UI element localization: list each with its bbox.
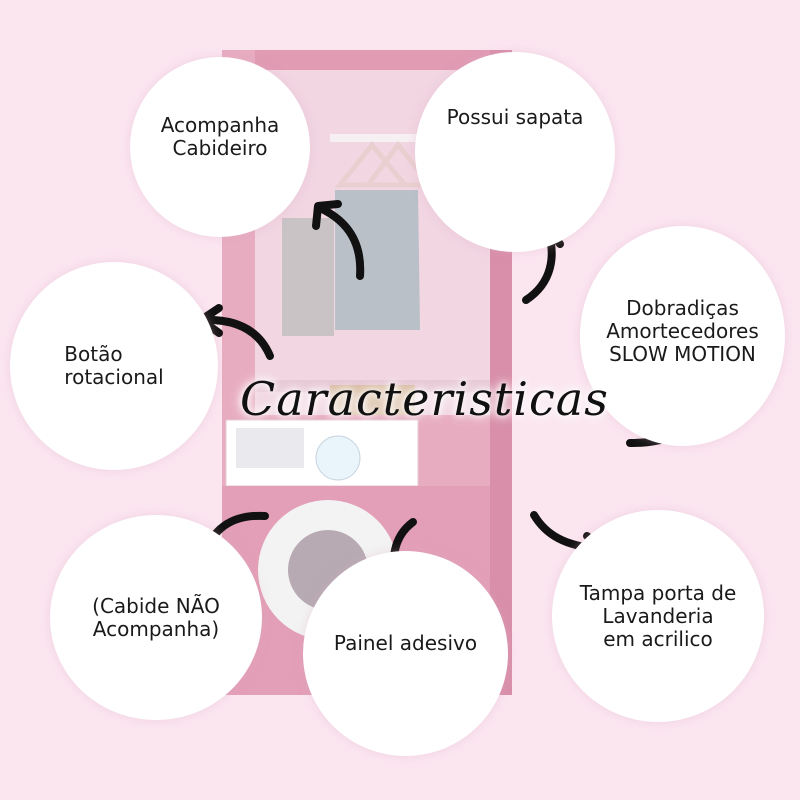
- page-title: Caracteristicas: [240, 372, 609, 426]
- feature-bubble-cabideiro: Acompanha Cabideiro: [130, 57, 310, 237]
- feature-bubble-cabide: (Cabide NÃO Acompanha): [50, 515, 262, 720]
- feature-label-dobradicas: Dobradiças Amortecedores SLOW MOTION: [606, 295, 759, 366]
- feature-label-sapata: Possui sapata: [446, 104, 584, 129]
- feature-label-cabideiro: Acompanha Cabideiro: [160, 113, 280, 160]
- feature-bubble-sapata: Possui sapata: [415, 52, 615, 252]
- control-dial: [315, 435, 361, 481]
- hanger-icon: [363, 140, 436, 188]
- feature-bubble-tampa: Tampa porta de Lavanderia em acrilico: [552, 510, 764, 722]
- wardrobe-top: [255, 50, 490, 70]
- feature-bubble-botao: Botão rotacional: [10, 262, 218, 470]
- arrow-icon: [312, 200, 365, 280]
- feature-bubble-painel: Painel adesivo: [303, 551, 508, 756]
- feature-label-cabide: (Cabide NÃO Acompanha): [92, 593, 220, 641]
- feature-label-botao: Botão rotacional: [64, 342, 164, 389]
- toy-basket: [330, 385, 415, 415]
- feature-bubble-dobradicas: Dobradiças Amortecedores SLOW MOTION: [580, 226, 785, 446]
- feature-label-tampa: Tampa porta de Lavanderia em acrilico: [579, 580, 737, 651]
- clothing-gray: [282, 218, 334, 336]
- feature-label-painel: Painel adesivo: [333, 631, 478, 655]
- clothing-tshirt: [335, 190, 420, 330]
- control-display: [236, 428, 304, 468]
